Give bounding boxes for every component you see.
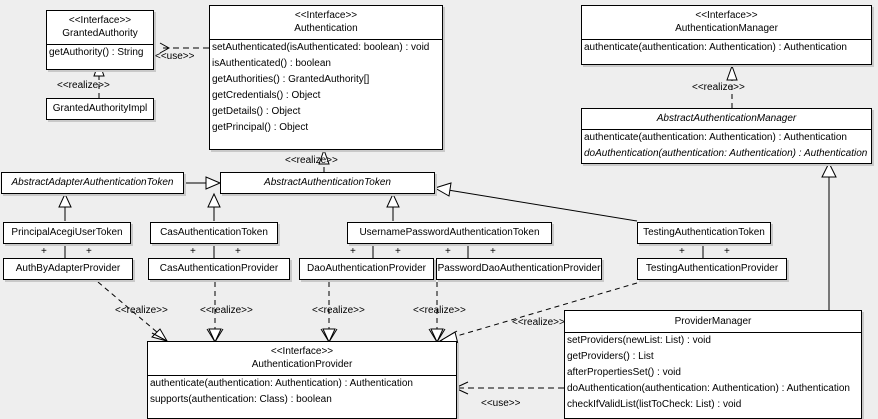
abstract-authentication-manager-operations: authenticate(authentication: Authenticat… — [582, 130, 871, 162]
operation-row: getProviders() : List — [567, 351, 654, 362]
operation-row: isAuthenticated() : boolean — [212, 58, 331, 69]
class-cas-authentication-token[interactable]: CasAuthenticationToken — [150, 222, 278, 244]
testing-authentication-token-name: TestingAuthenticationToken — [643, 227, 765, 238]
edge-label-use-granted-authority: <<use>> — [155, 51, 195, 62]
authentication-divider — [210, 39, 442, 40]
abstract-authentication-token-name: AbstractAuthenticationToken — [264, 177, 391, 188]
authentication-stereotype: <<Interface>> — [294, 10, 358, 21]
class-username-password-authentication-token[interactable]: UsernamePasswordAuthenticationToken — [347, 222, 552, 244]
operation-row: getAuthority() : String — [49, 47, 144, 58]
provider-manager-operations: setProviders(newList: List) : void getPr… — [565, 333, 861, 413]
class-dao-authentication-provider[interactable]: DaoAuthenticationProvider — [299, 258, 434, 280]
class-abstract-authentication-manager[interactable]: AbstractAuthenticationManager authentica… — [581, 108, 872, 164]
authentication-operations: setAuthenticated(isAuthenticated: boolea… — [210, 40, 442, 136]
association-marker-plus: + — [724, 246, 730, 257]
edge-label-realize-password-dao-provider: <<realize>> — [413, 305, 466, 316]
provider-manager-name: ProviderManager — [674, 316, 752, 327]
granted-authority-divider — [47, 44, 153, 45]
operation-row: getPrincipal() : Object — [212, 122, 309, 133]
edge-abstractadaptertoken-extends-abstractauthenticationtoken — [184, 176, 222, 190]
authentication-provider-operations: authenticate(authentication: Authenticat… — [148, 376, 456, 408]
authentication-manager-divider — [582, 39, 871, 40]
operation-row: doAuthentication(authentication: Authent… — [567, 383, 850, 394]
edge-testingtoken-extends-abstractauthenticationtoken — [433, 182, 638, 222]
principal-acegi-user-token-name: PrincipalAcegiUserToken — [11, 227, 123, 238]
edge-label-realize-abstract-authentication-manager: <<realize>> — [692, 82, 745, 93]
abstract-adapter-authentication-token-name: AbstractAdapterAuthenticationToken — [11, 177, 174, 188]
authentication-provider-name: AuthenticationProvider — [251, 359, 353, 370]
cas-authentication-provider-name: CasAuthenticationProvider — [159, 263, 279, 274]
association-marker-plus: + — [395, 246, 401, 257]
dao-authentication-provider-name: DaoAuthenticationProvider — [307, 263, 426, 274]
abstract-authentication-manager-divider — [582, 129, 871, 130]
operation-row: setAuthenticated(isAuthenticated: boolea… — [212, 42, 430, 53]
edge-label-realize-dao-provider: <<realize>> — [312, 305, 365, 316]
class-testing-authentication-token[interactable]: TestingAuthenticationToken — [637, 222, 771, 244]
operation-row: setProviders(newList: List) : void — [567, 335, 711, 346]
authentication-manager-operations: authenticate(authentication: Authenticat… — [582, 40, 871, 56]
association-marker-plus: + — [235, 246, 241, 257]
granted-authority-operations: getAuthority() : String — [47, 45, 153, 61]
edge-label-realize-cas-provider: <<realize>> — [200, 305, 253, 316]
association-marker-plus: + — [86, 246, 92, 257]
authentication-manager-name: AuthenticationManager — [675, 23, 778, 34]
password-dao-authentication-provider-name: PasswordDaoAuthenticationProvider — [437, 263, 601, 274]
operation-row: authenticate(authentication: Authenticat… — [584, 42, 847, 53]
granted-authority-name: GrantedAuthority — [62, 28, 138, 39]
operation-row: getCredentials() : Object — [212, 90, 321, 101]
granted-authority-impl-name: GrantedAuthorityImpl — [52, 103, 148, 114]
edge-label-realize-granted-authority-impl: <<realize>> — [57, 80, 110, 91]
operation-row: getAuthorities() : GrantedAuthority[] — [212, 74, 370, 85]
association-marker-plus: + — [350, 246, 356, 257]
granted-authority-stereotype: <<Interface>> — [68, 15, 132, 26]
class-abstract-authentication-token[interactable]: AbstractAuthenticationToken — [220, 172, 435, 194]
class-testing-authentication-provider[interactable]: TestingAuthenticationProvider — [637, 258, 787, 280]
testing-authentication-provider-name: TestingAuthenticationProvider — [645, 263, 779, 274]
operation-row: checkIfValidList(listToCheck: List) : vo… — [567, 399, 742, 410]
auth-by-adapter-provider-name: AuthByAdapterProvider — [15, 263, 121, 274]
class-abstract-adapter-authentication-token[interactable]: AbstractAdapterAuthenticationToken — [1, 172, 184, 194]
class-principal-acegi-user-token[interactable]: PrincipalAcegiUserToken — [3, 222, 131, 244]
authentication-provider-stereotype: <<Interface>> — [270, 346, 334, 357]
authentication-name: Authentication — [294, 23, 358, 34]
class-granted-authority[interactable]: <<Interface>> GrantedAuthority getAuthor… — [46, 10, 154, 70]
edge-label-realize-abstract-authentication-token: <<realize>> — [285, 155, 338, 166]
edge-principalacegitoken-extends-abstractadaptertoken — [58, 192, 72, 221]
edge-label-realize-testing-provider: <<realize>> — [512, 317, 565, 328]
edge-providermanager-extends-abstractauthenticationmanager — [821, 161, 837, 310]
class-authentication-provider[interactable]: <<Interface>> AuthenticationProvider aut… — [147, 341, 457, 419]
class-authentication-manager[interactable]: <<Interface>> AuthenticationManager auth… — [581, 5, 872, 65]
username-password-authentication-token-name: UsernamePasswordAuthenticationToken — [359, 227, 540, 238]
operation-row: authenticate(authentication: Authenticat… — [150, 378, 413, 389]
class-cas-authentication-provider[interactable]: CasAuthenticationProvider — [148, 258, 290, 280]
association-marker-plus: + — [190, 246, 196, 257]
authentication-manager-stereotype: <<Interface>> — [695, 10, 758, 21]
operation-row: getDetails() : Object — [212, 106, 301, 117]
operation-row: afterPropertiesSet() : void — [567, 367, 681, 378]
edge-castoken-extends-abstractauthenticationtoken — [207, 192, 221, 221]
cas-authentication-token-name: CasAuthenticationToken — [160, 227, 268, 238]
class-auth-by-adapter-provider[interactable]: AuthByAdapterProvider — [3, 258, 133, 280]
operation-row: supports(authentication: Class) : boolea… — [150, 394, 332, 405]
authentication-provider-divider — [148, 375, 456, 376]
abstract-authentication-manager-name: AbstractAuthenticationManager — [656, 113, 797, 124]
edge-label-use-provider-manager: <<use>> — [481, 398, 521, 409]
edge-providermanager-uses-authenticationprovider — [454, 381, 564, 395]
association-marker-plus: + — [41, 246, 47, 257]
operation-row: doAuthentication(authentication: Authent… — [584, 148, 868, 159]
class-password-dao-authentication-provider[interactable]: PasswordDaoAuthenticationProvider — [436, 258, 602, 280]
association-marker-plus: + — [445, 246, 451, 257]
edge-usernamepasswordtoken-extends-abstractauthenticationtoken — [386, 192, 400, 221]
class-authentication[interactable]: <<Interface>> Authentication setAuthenti… — [209, 5, 443, 150]
association-marker-plus: + — [490, 246, 496, 257]
operation-row: authenticate(authentication: Authenticat… — [584, 132, 847, 143]
class-provider-manager[interactable]: ProviderManager setProviders(newList: Li… — [564, 310, 862, 419]
edge-label-realize-auth-by-adapter: <<realize>> — [115, 305, 168, 316]
class-granted-authority-impl[interactable]: GrantedAuthorityImpl — [46, 98, 154, 120]
association-marker-plus: + — [679, 246, 685, 257]
provider-manager-divider — [565, 332, 861, 333]
